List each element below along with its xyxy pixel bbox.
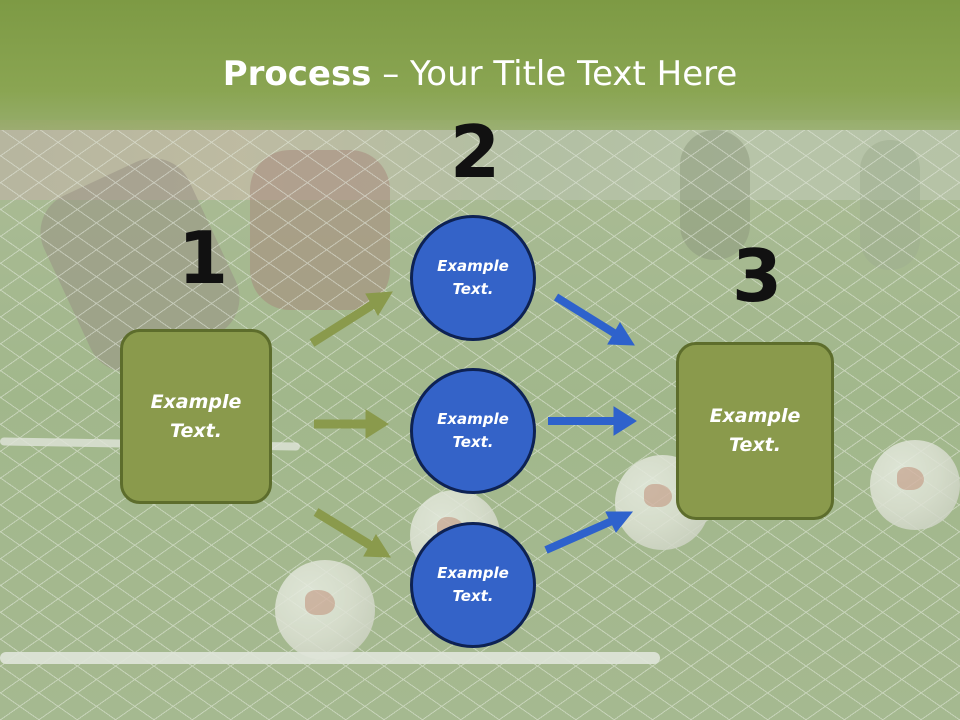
arrow-top-to-3 [553,293,635,346]
step-3-text: Example Text. [709,405,801,456]
football [275,560,375,660]
step-number-1: 1 [178,216,229,300]
step-2-circle-middle: Example Text. [410,368,536,494]
title-bold: Process [222,54,372,94]
arrow-1-to-middle [314,409,389,439]
arrow-bottom-to-3 [544,511,634,554]
step-2-text-bottom: Example Text. [437,564,509,605]
step-3-box: Example Text. [676,342,834,520]
player-center [250,150,390,310]
step-2-text-top: Example Text. [437,257,509,298]
football [870,440,960,530]
goal-post [0,652,660,664]
arrow-middle-to-3 [548,406,637,436]
slide-title: Process – Your Title Text Here [0,52,960,96]
step-1-box: Example Text. [120,329,272,504]
player-right [680,130,750,260]
step-2-circle-bottom: Example Text. [410,522,536,648]
step-number-3: 3 [732,234,783,318]
step-2-circle-top: Example Text. [410,215,536,341]
player-far-right [860,140,920,270]
title-band [0,0,960,130]
arrow-1-to-bottom [313,508,391,558]
step-2-text-middle: Example Text. [437,410,509,451]
title-rest: – Your Title Text Here [371,54,738,94]
step-number-2: 2 [450,110,501,194]
arrow-1-to-top [309,291,393,347]
step-1-text: Example Text. [150,390,242,442]
